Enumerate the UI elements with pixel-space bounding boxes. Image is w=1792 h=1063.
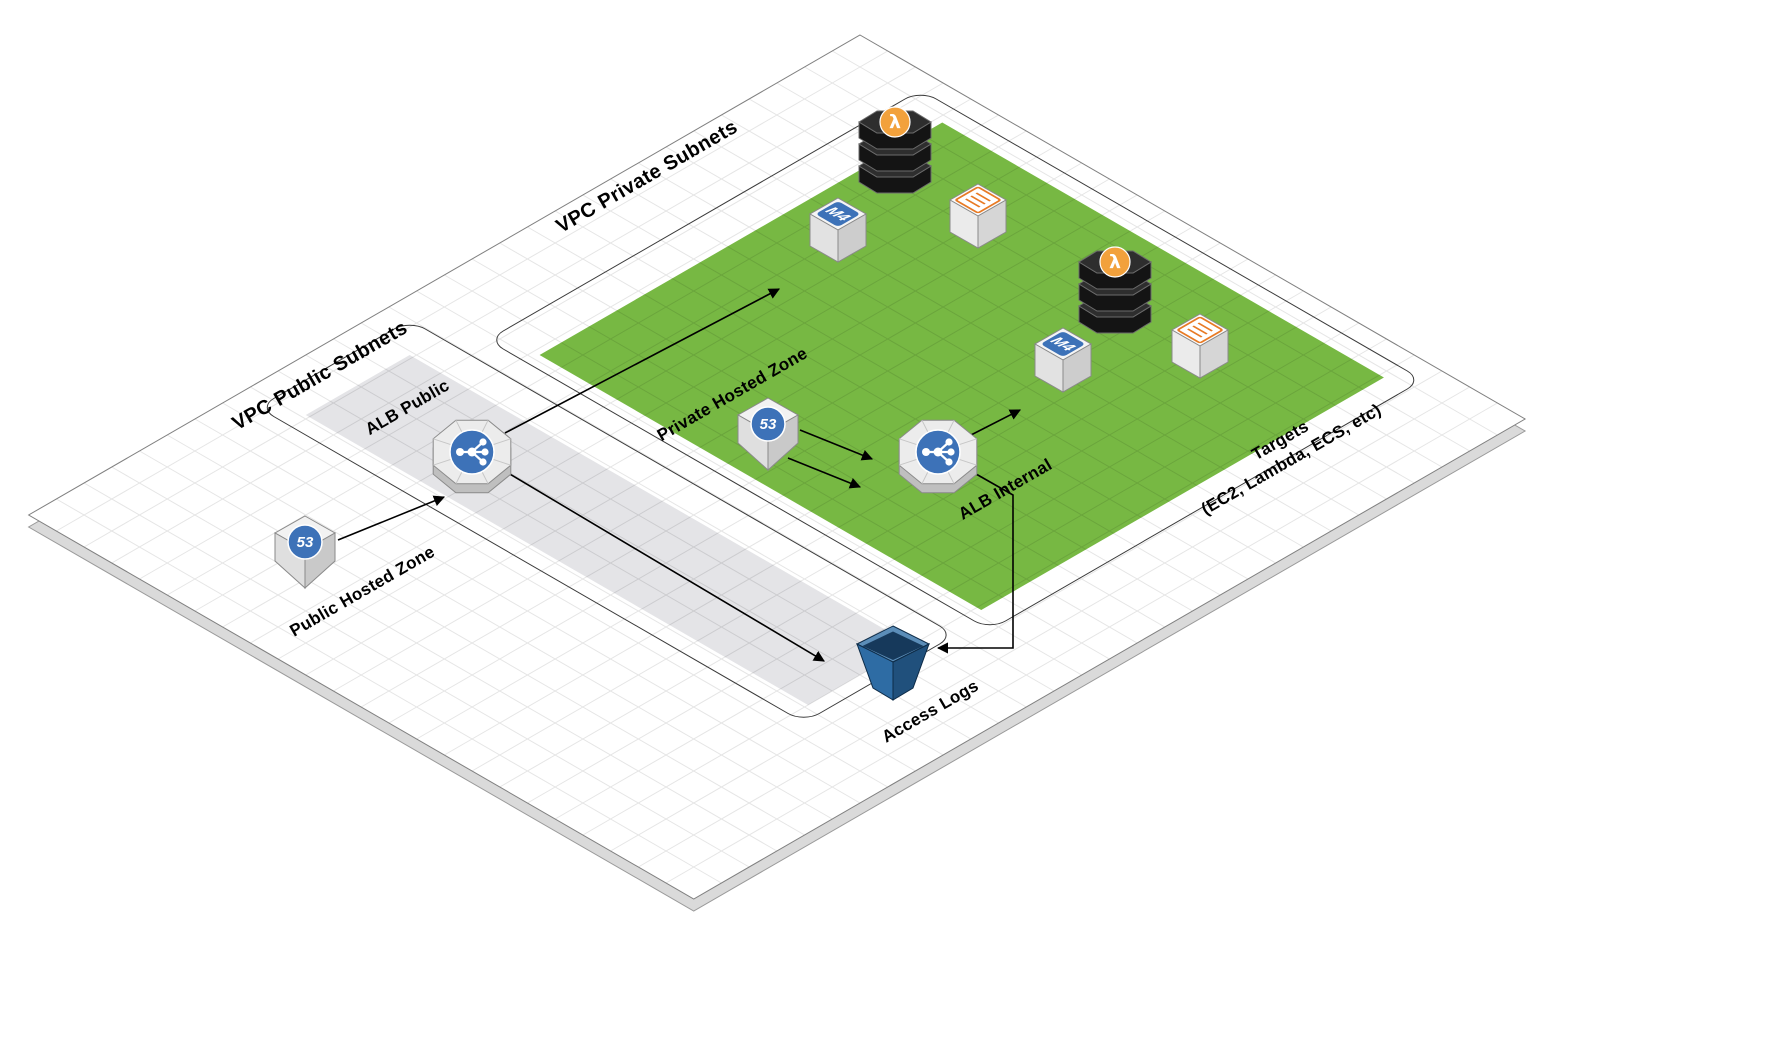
- alb-facet-lines: [899, 419, 977, 485]
- container-stripes-icon: [1187, 322, 1213, 338]
- cube-right-face: [837, 213, 867, 263]
- alb-public-icon: [432, 419, 512, 494]
- alb-node: [947, 448, 955, 456]
- route53-public-icon: 53: [273, 515, 337, 590]
- bucket-interior: [862, 631, 924, 660]
- r53-blue-circle: [287, 524, 323, 560]
- arrow-alb-internal-to-access-logs: [936, 469, 1014, 654]
- alb-node: [933, 447, 943, 457]
- lambda-circle: [879, 106, 911, 138]
- arrow-private-r53-to-alb-internal-1: [799, 429, 874, 461]
- alb-node: [481, 448, 489, 456]
- lambda-stack-icon-1: λ: [858, 106, 932, 194]
- arrow-public-r53-to-alb-public: [337, 495, 446, 541]
- alb-node: [945, 438, 953, 446]
- route53-badge: 53: [297, 534, 314, 551]
- m4-chip: M4: [1042, 332, 1084, 356]
- private-subnet-area: [539, 122, 1384, 610]
- lambda-glyph: λ: [1109, 251, 1121, 273]
- lambda-stack-icon-2: λ: [1078, 246, 1152, 334]
- alb-node: [456, 448, 464, 456]
- m4-chip-plate: [817, 202, 859, 226]
- ec2-m4-icon-2: M4: [1033, 327, 1093, 393]
- container-chip: [955, 186, 1001, 214]
- container-icon-2: [1170, 313, 1230, 379]
- container-icon-1: [948, 183, 1008, 249]
- grid: [29, 35, 1525, 899]
- alb-node: [945, 458, 953, 466]
- ec2-m4-icon-1: M4: [808, 197, 868, 263]
- bucket-right-face: [892, 642, 930, 701]
- route53-private-icon: 53: [736, 397, 800, 472]
- arrow-private-r53-to-alb-internal-2: [787, 457, 862, 489]
- lambda-glyph: λ: [889, 111, 901, 133]
- lambda-circle: [1099, 246, 1131, 278]
- container-chip: [1177, 316, 1223, 344]
- alb-node: [467, 447, 477, 457]
- r53-blue-circle: [750, 406, 786, 442]
- alb-facet-lines: [433, 419, 511, 485]
- cube-right-face: [1062, 343, 1092, 393]
- arrow-alb-public-to-access-logs: [502, 469, 825, 662]
- cube-right-face: [977, 199, 1007, 249]
- m4-chip-plate: [1042, 332, 1084, 356]
- cube-right-face: [1199, 329, 1229, 379]
- ground-plane: [29, 35, 1525, 899]
- s3-bucket-icon: [855, 625, 931, 701]
- m4-chip: M4: [817, 202, 859, 226]
- vpc-private-outline: [488, 90, 1423, 630]
- alb-node: [479, 438, 487, 446]
- arrow-alb-internal-to-targets: [970, 409, 1021, 436]
- arrow-alb-public-to-targets: [504, 288, 780, 434]
- alb-node: [479, 458, 487, 466]
- container-stripes-icon: [965, 192, 991, 208]
- alb-internal-icon: [898, 419, 978, 494]
- route53-badge: 53: [760, 416, 777, 433]
- alb-node: [922, 448, 930, 456]
